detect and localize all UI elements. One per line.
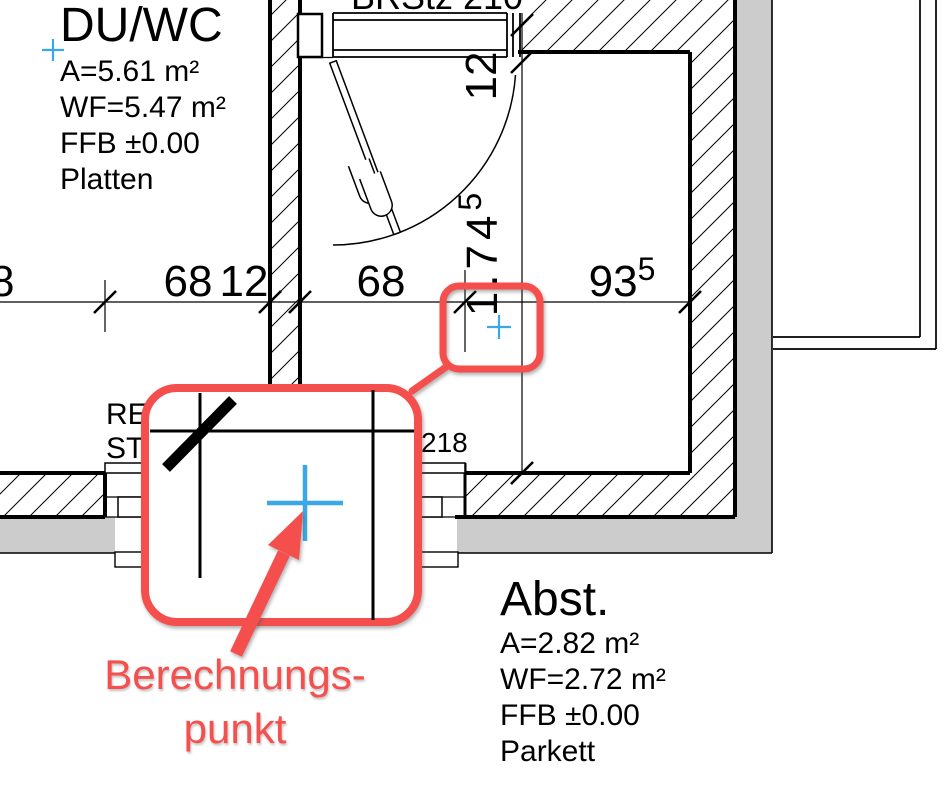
tick — [93, 290, 117, 314]
fragment-st: ST — [106, 432, 144, 465]
wall-bottom-right — [465, 473, 690, 517]
door-frame-notch — [296, 12, 324, 59]
dimension-texts: 8 68 12 68 935 12 1.745 BRStz 210 — [0, 0, 655, 316]
fragment-218: 218 — [421, 427, 468, 458]
room-abst-floor: Parkett — [500, 735, 596, 768]
wall-interior-edges-abst — [518, 50, 692, 473]
calculation-point-cross-duwc — [42, 39, 64, 61]
wall-bottom-left — [0, 473, 105, 517]
insulation-right — [735, 0, 772, 553]
magnified-tick — [162, 396, 237, 472]
dim-68a: 68 — [164, 257, 213, 306]
room-info-duwc: A=5.61 m² WF=5.47 m² FFB ±0.00 Platten — [60, 54, 226, 198]
calculation-point-cross-abst — [487, 315, 511, 339]
dim-vert-12: 12 — [457, 52, 506, 101]
dim-935-main: 93 — [589, 257, 638, 306]
dim-68b: 68 — [357, 257, 406, 306]
callout-connector — [408, 363, 450, 395]
room-abst-level: FFB ±0.00 — [500, 699, 640, 732]
annotation-arrow — [230, 511, 303, 657]
tick — [258, 290, 282, 314]
dim-12: 12 — [220, 257, 269, 306]
window-mullion-left — [117, 496, 145, 518]
magnified-calculation-point-cross — [267, 465, 343, 541]
insulation-bands — [0, 0, 773, 554]
tick — [678, 290, 702, 314]
tick — [510, 50, 534, 74]
dim-935-sup: 5 — [638, 251, 656, 287]
insulation-outline — [0, 0, 773, 554]
zoom-source-box — [439, 282, 544, 373]
door-leaf-group — [328, 59, 402, 236]
door-header-lines — [333, 12, 507, 58]
dim-vert-174-main: 1.74 — [458, 211, 507, 317]
annotation-boxes — [141, 282, 544, 626]
calculation-point-label-line1: Berechnungs- — [104, 651, 366, 698]
magnifier-content — [150, 390, 414, 620]
room-abst-area: A=2.82 m² — [500, 627, 640, 660]
calculation-points — [42, 39, 511, 339]
insulation-bottom-left — [0, 517, 115, 553]
room-info-abst: A=2.82 m² WF=2.72 m² FFB ±0.00 Parkett — [500, 626, 666, 770]
calculation-point-label-line2: punkt — [183, 705, 287, 752]
room-duwc-area: A=5.61 m² — [60, 55, 200, 88]
arrow-shaft — [230, 550, 290, 657]
room-abst-living-area: WF=2.72 m² — [500, 663, 666, 696]
wall-bottom-left-edges — [0, 471, 107, 519]
terrace-outline — [773, 0, 937, 350]
tick — [510, 13, 534, 37]
room-title-abst: Abst. — [500, 573, 610, 626]
dim-left-partial: 8 — [0, 257, 14, 306]
clipped-top-label: BRStz 210 — [351, 0, 523, 17]
tick — [510, 461, 534, 485]
calculation-point-label: Berechnungs- punkt — [55, 648, 415, 756]
arrow-head — [268, 511, 303, 560]
wall-left-partition — [270, 0, 300, 388]
dim-935: 935 — [589, 251, 656, 306]
wall-bottom-right-edges — [455, 0, 737, 519]
insulation-bottom-right — [457, 517, 772, 553]
room-duwc-level: FFB ±0.00 — [60, 127, 200, 160]
dim-vert-174-sup: 5 — [452, 188, 488, 211]
room-title-duwc: DU/WC — [60, 0, 223, 52]
window-mullion-right — [419, 496, 443, 518]
room-duwc-floor: Platten — [60, 163, 154, 196]
door-assembly — [296, 12, 521, 246]
dimension-chain — [0, 13, 702, 485]
tick — [453, 290, 477, 314]
dimension-ticks — [93, 13, 702, 485]
dim-vert-174: 1.745 — [452, 188, 507, 316]
fragment-re: RE — [106, 398, 148, 431]
door-swing-arc — [332, 74, 517, 246]
text-fragments: RE ST 218 — [106, 398, 468, 465]
room-duwc-living-area: WF=5.47 m² — [60, 91, 226, 124]
door-handle-inner — [358, 171, 393, 217]
tick — [288, 290, 312, 314]
